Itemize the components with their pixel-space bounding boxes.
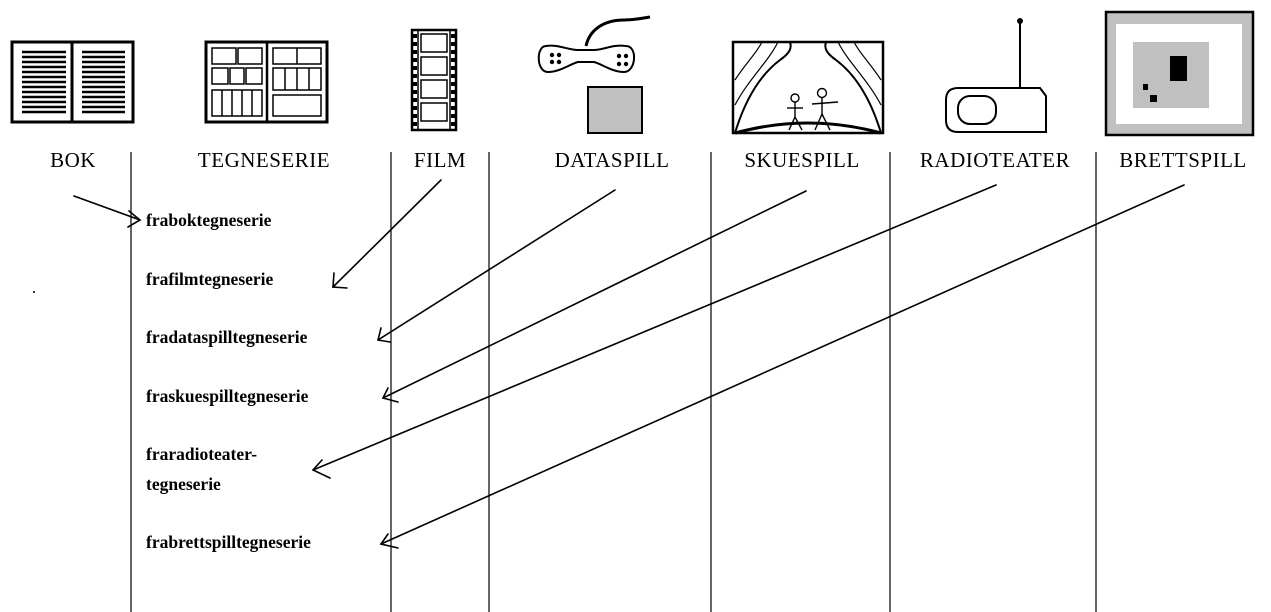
board-game-icon <box>1104 10 1255 137</box>
radio-icon <box>945 18 1047 133</box>
stray-dot <box>33 291 35 293</box>
target-label-fraradioteater-line2: tegneserie <box>146 474 221 494</box>
target-label-fraskuespilltegneserie: fraskuespilltegneserie <box>146 386 309 406</box>
book-icon <box>10 40 135 124</box>
arrow-bok <box>73 195 142 228</box>
target-label-fraradioteater-line1: fraradioteater- <box>146 444 257 464</box>
medium-label-brettspill: BRETTSPILL <box>1119 148 1247 172</box>
target-label-fraboktegneserie: fraboktegneserie <box>146 210 272 230</box>
theater-stage-icon <box>731 40 885 135</box>
film-strip-icon <box>410 28 458 132</box>
medium-label-skuespill: SKUESPILL <box>744 148 859 172</box>
arrow-skuespill <box>381 190 807 403</box>
arrows <box>73 179 1185 549</box>
comic-panels-icon <box>204 40 329 124</box>
medium-label-tegneserie: TEGNESERIE <box>198 148 330 172</box>
medium-label-bok: BOK <box>50 148 96 172</box>
medium-label-film: FILM <box>414 148 466 172</box>
target-label-fradataspilltegneserie: fradataspilltegneserie <box>146 327 308 347</box>
arrow-brettspill <box>379 184 1185 549</box>
target-label-frafilmtegneserie: frafilmtegneserie <box>146 269 274 289</box>
arrow-radioteater <box>311 184 997 479</box>
game-controller-icon <box>537 15 651 134</box>
medium-label-dataspill: DATASPILL <box>555 148 670 172</box>
target-label-frabrettspilltegneserie: frabrettspilltegneserie <box>146 532 311 552</box>
medium-label-radioteater: RADIOTEATER <box>920 148 1070 172</box>
arrow-dataspill <box>377 189 616 343</box>
arrow-film <box>332 179 442 289</box>
